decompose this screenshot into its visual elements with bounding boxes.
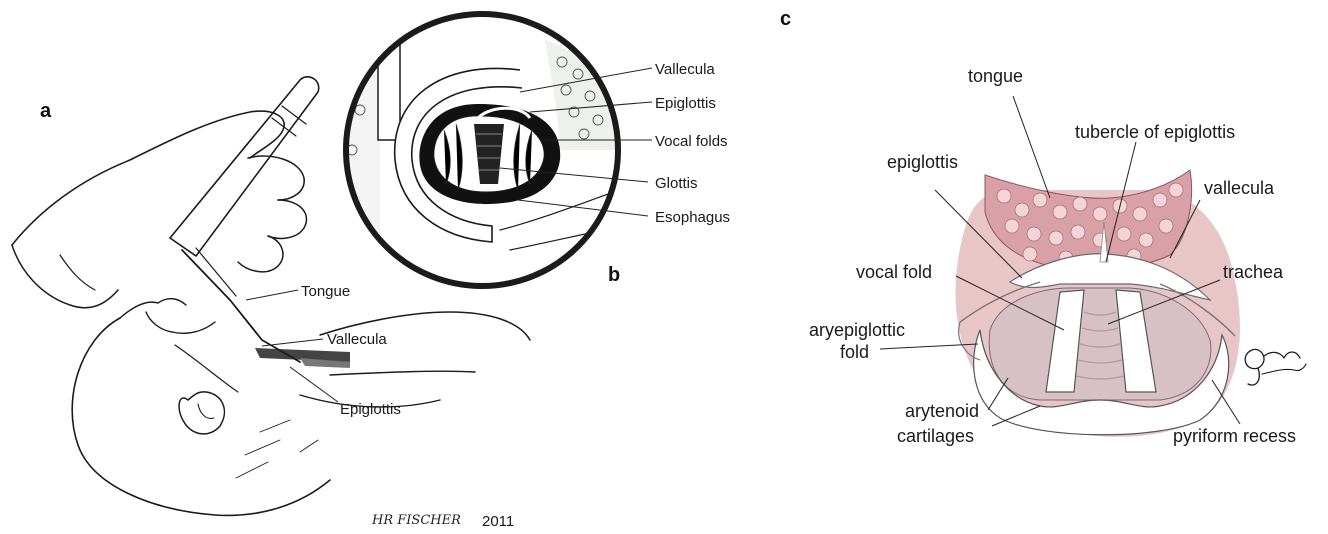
panel-label-c: c [780, 8, 791, 30]
panel-label-a: a [40, 100, 52, 122]
signature-year-a: 2011 [482, 513, 514, 530]
label-arytenoid-line2: cartilages [897, 426, 974, 446]
label-glottis-b: Glottis [655, 175, 698, 192]
leader-epiglottis-a [290, 367, 338, 402]
artist-signature-a: HR FISCHER [371, 513, 461, 528]
leader-vallecula-a [262, 339, 323, 346]
label-esophagus-b: Esophagus [655, 209, 730, 226]
label-pyriform-c: pyriform recess [1173, 426, 1296, 446]
label-aryepiglottic-line1: aryepiglottic [809, 320, 905, 340]
panel-b-illustration [340, 10, 625, 290]
leader-tongue-c [1013, 96, 1050, 198]
label-vallecula-c: vallecula [1204, 178, 1275, 198]
label-tongue-a: Tongue [301, 283, 350, 300]
label-vallecula-a: Vallecula [327, 331, 387, 348]
panel-c-illustration [955, 170, 1306, 437]
label-trachea-c: trachea [1223, 262, 1284, 282]
label-epiglottis-c: epiglottis [887, 152, 958, 172]
label-tubercle-c: tubercle of epiglottis [1075, 122, 1235, 142]
label-vallecula-b: Vallecula [655, 61, 715, 78]
label-tongue-c: tongue [968, 66, 1023, 86]
label-vocal-fold-c: vocal fold [856, 262, 932, 282]
label-epiglottis-b: Epiglottis [655, 95, 716, 112]
label-vocal-folds-b: Vocal folds [655, 133, 728, 150]
leader-tongue-a [246, 290, 298, 300]
label-arytenoid-line1: arytenoid [905, 401, 979, 421]
label-epiglottis-a: Epiglottis [340, 401, 401, 418]
panel-label-b: b [608, 264, 620, 286]
label-aryepiglottic-line2: fold [840, 342, 869, 362]
